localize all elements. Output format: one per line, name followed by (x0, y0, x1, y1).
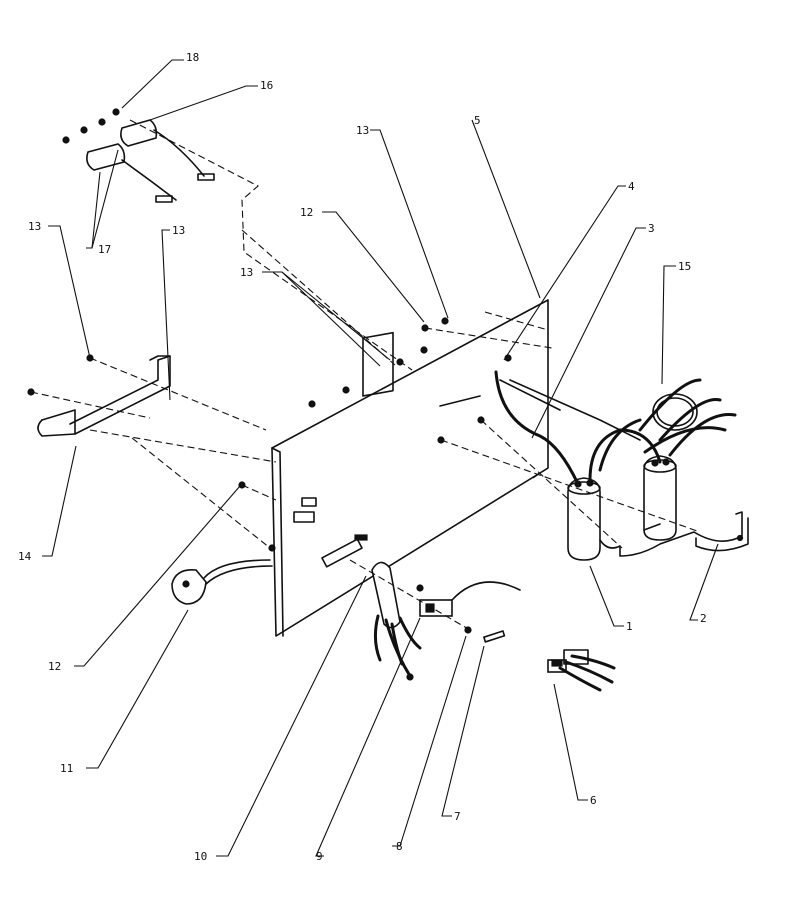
callout-2: 2 (700, 612, 707, 625)
callout-12-bottom: 12 (48, 660, 61, 673)
callout-5: 5 (474, 114, 481, 127)
switch-assembly (416, 581, 521, 643)
power-cord (171, 559, 273, 605)
callout-4: 4 (628, 180, 635, 193)
wire-harness (439, 370, 737, 486)
callout-15: 15 (678, 260, 691, 273)
mounting-panel (271, 299, 549, 637)
callout-1: 1 (626, 620, 633, 633)
resistor-assembly (62, 108, 215, 203)
assembly-lines (30, 119, 701, 631)
callout-16: 16 (260, 79, 273, 92)
callout-13-left: 13 (28, 220, 41, 233)
callout-12-top: 12 (300, 206, 313, 219)
callout-8: 8 (396, 840, 403, 853)
capacitor-strap (599, 511, 749, 557)
callout-17: 17 (98, 243, 111, 256)
bracket (37, 355, 171, 437)
callout-14: 14 (18, 550, 32, 563)
callout-10: 10 (194, 850, 207, 863)
thermal-fuse (371, 561, 422, 681)
callout-3: 3 (648, 222, 655, 235)
callout-leaders (42, 59, 719, 857)
terminal-block (547, 649, 616, 692)
callout-13-top: 13 (356, 124, 369, 137)
callout-11: 11 (60, 762, 73, 775)
callout-labels: 18 16 17 13 13 13 12 13 5 4 3 15 1 2 6 7… (18, 51, 707, 863)
panel-screws (27, 317, 512, 552)
callout-13-center: 13 (240, 266, 253, 279)
callout-7: 7 (454, 810, 461, 823)
callout-9: 9 (316, 850, 323, 863)
callout-18: 18 (186, 51, 199, 64)
callout-6: 6 (590, 794, 597, 807)
callout-13-bracket: 13 (172, 224, 185, 237)
